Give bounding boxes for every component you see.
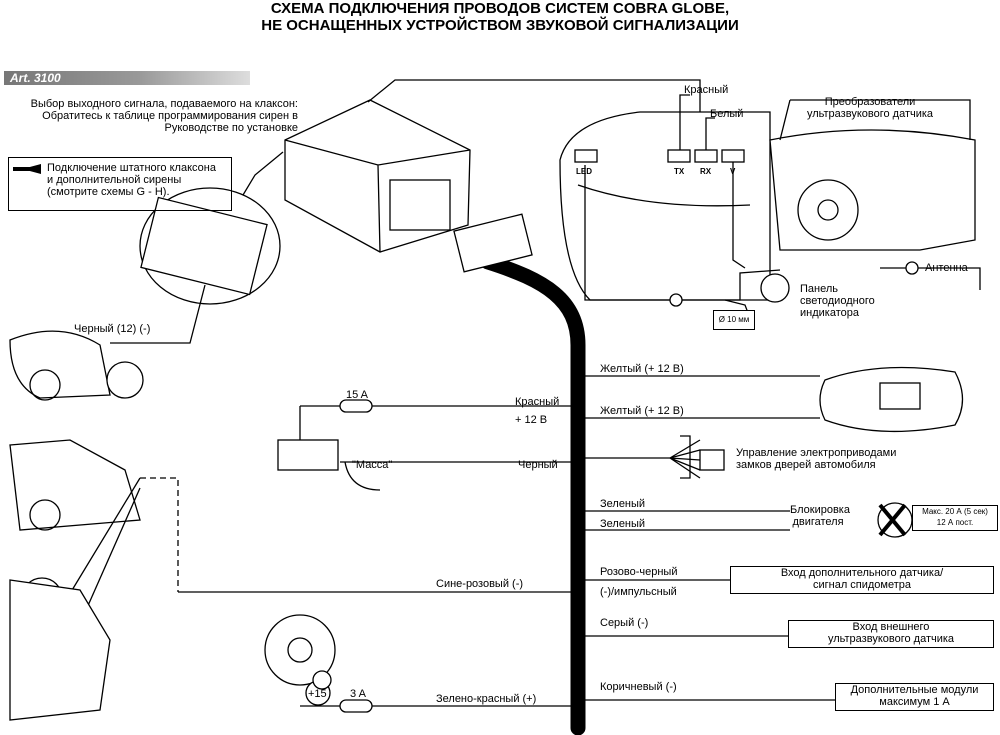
red-wire-label: Красный bbox=[515, 396, 560, 408]
black12-label: Черный (12) (-) bbox=[74, 323, 151, 335]
horn-line-1: Подключение штатного клаксона bbox=[47, 162, 216, 174]
port-rx: RX bbox=[700, 167, 712, 176]
pink-black-label: Розово-черный bbox=[600, 566, 678, 578]
yellow1-label: Желтый (+ 12 В) bbox=[600, 363, 684, 375]
horn-line-2: и дополнительной сирены bbox=[47, 174, 182, 186]
horn-line-3: (смотрите схемы G - H). bbox=[47, 186, 170, 198]
control-unit bbox=[284, 99, 471, 253]
title-line-1: СХЕМА ПОДКЛЮЧЕНИЯ ПРОВОДОВ СИСТЕМ COBRA … bbox=[270, 0, 730, 17]
port-v: V bbox=[730, 167, 736, 176]
port-tx: TX bbox=[674, 167, 685, 176]
wire-white-top: Белый bbox=[710, 108, 744, 120]
dashboard bbox=[769, 129, 976, 251]
antenna-label: Антенна bbox=[925, 262, 968, 274]
fuse-3a-label: 3 A bbox=[350, 688, 366, 700]
car-front bbox=[9, 330, 111, 399]
green2-label: Зеленый bbox=[600, 518, 646, 530]
steering-wheel bbox=[264, 614, 336, 686]
output-signal-note: Выбор выходного сигнала, подаваемого на … bbox=[30, 98, 298, 134]
plus15-label: +15 bbox=[308, 688, 327, 700]
brown-label: Коричневый (-) bbox=[600, 681, 677, 693]
green1-label: Зеленый bbox=[600, 498, 646, 510]
grey-label: Серый (-) bbox=[600, 617, 649, 629]
main-harness bbox=[480, 254, 586, 735]
pulse-label: (-)/импульсный bbox=[600, 586, 677, 598]
fuse-15a-label: 15 A bbox=[346, 389, 369, 401]
horn-icon bbox=[13, 164, 41, 174]
wire-red-top: Красный bbox=[684, 84, 729, 96]
art-number: Art. 3100 bbox=[4, 71, 250, 85]
green-red-label: Зелено-красный (+) bbox=[436, 693, 537, 705]
car-door bbox=[9, 579, 111, 721]
connector bbox=[453, 213, 533, 273]
horn-note: Подключение штатного клаксона и дополнит… bbox=[8, 157, 232, 211]
aux-sensor-box: Вход дополнительного датчика/сигнал спид… bbox=[730, 566, 994, 594]
plus12-label: + 12 В bbox=[515, 414, 548, 426]
blue-pink-label: Сине-розовый (-) bbox=[436, 578, 524, 590]
title-line-2: НЕ ОСНАЩЕННЫХ УСТРОЙСТВОМ ЗВУКОВОЙ СИГНА… bbox=[261, 17, 739, 34]
drill-box: Ø 10 мм bbox=[713, 310, 755, 330]
black-wire-label: Черный bbox=[518, 459, 558, 471]
immob-rating: Макс. 20 А (5 сек)12 А пост. bbox=[912, 505, 998, 531]
port-led: LED bbox=[576, 167, 592, 176]
ground-label: "Масса" bbox=[352, 459, 393, 471]
battery bbox=[277, 439, 339, 471]
lock-icon bbox=[699, 449, 725, 471]
car-trunk bbox=[9, 439, 141, 531]
yellow2-label: Желтый (+ 12 В) bbox=[600, 405, 684, 417]
